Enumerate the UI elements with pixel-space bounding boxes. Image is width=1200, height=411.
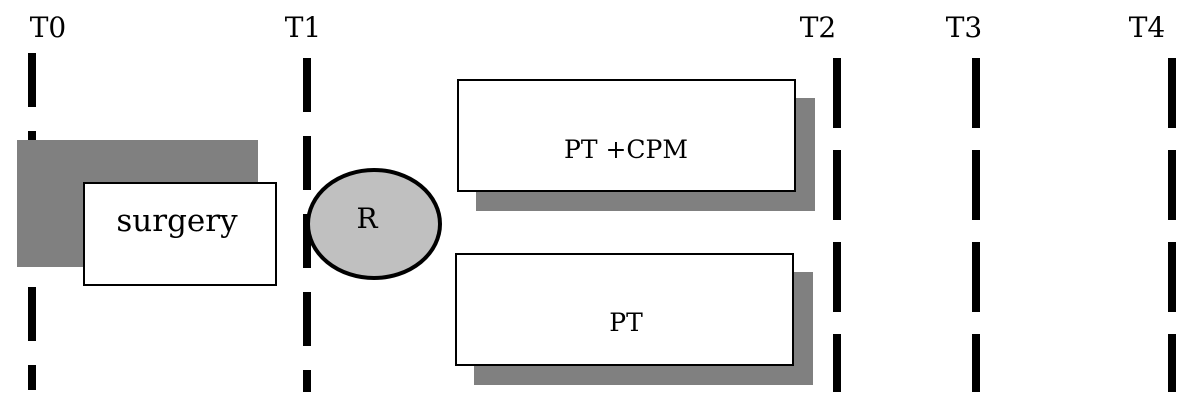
randomization-circle xyxy=(306,168,442,280)
surgery-label: surgery xyxy=(116,203,238,239)
pt-cpm-label: PT +CPM xyxy=(564,135,688,164)
timepoint-label-t1: T1 xyxy=(285,11,322,44)
pt-cpm-box xyxy=(457,79,796,192)
surgery-box xyxy=(83,182,277,286)
randomization-label: R xyxy=(356,202,378,235)
timepoint-label-t3: T3 xyxy=(946,11,983,44)
pt-cpm-group: PT +CPM xyxy=(457,79,815,211)
pt-group: PT xyxy=(455,253,813,385)
timepoint-label-t4: T4 xyxy=(1129,11,1166,44)
randomization-group: R xyxy=(306,168,442,280)
pt-box xyxy=(455,253,794,366)
timepoint-label-t2: T2 xyxy=(800,11,837,44)
surgery-group: surgery xyxy=(17,140,277,286)
pt-label: PT xyxy=(609,308,643,337)
timepoint-label-t0: T0 xyxy=(30,11,67,44)
